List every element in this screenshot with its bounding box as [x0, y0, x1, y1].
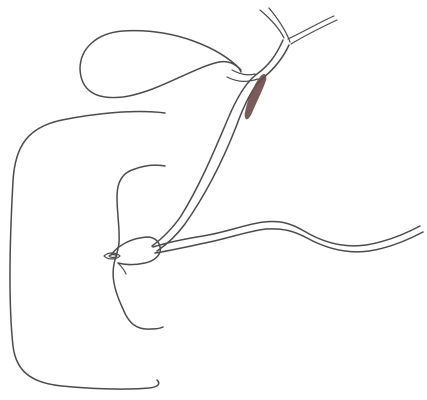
main-duct-left-wall [152, 40, 283, 246]
upper-branch-join [288, 16, 334, 39]
cystic-duct-top [232, 70, 255, 75]
pancreatic-duct-upper [153, 221, 420, 247]
main-duct-right-wall [157, 45, 289, 251]
upper-branch-outer [291, 20, 337, 44]
left-hepatic-branch [269, 8, 290, 42]
duodenum-inner-wall [113, 165, 165, 329]
gallbladder-outline [80, 31, 241, 98]
duodenum-outer-wall [10, 112, 165, 389]
